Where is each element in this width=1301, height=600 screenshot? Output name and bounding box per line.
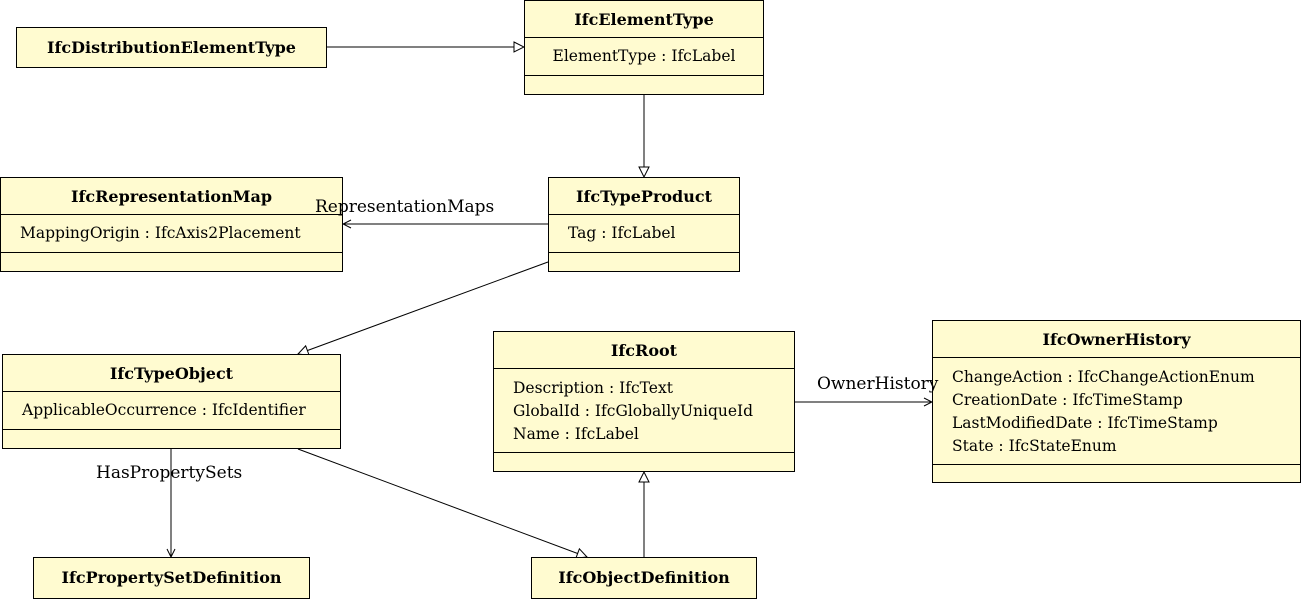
class-operations <box>3 430 340 448</box>
class-attributes: ElementType : IfcLabel <box>525 38 763 76</box>
class-attributes: Tag : IfcLabel <box>549 215 739 253</box>
class-attributes: ChangeAction : IfcChangeActionEnum Creat… <box>933 358 1300 465</box>
attribute: ApplicableOccurrence : IfcIdentifier <box>22 401 306 419</box>
attribute: Name : IfcLabel <box>513 425 639 443</box>
class-name: IfcDistributionElementType <box>47 38 296 57</box>
class-ifc-object-definition[interactable]: IfcObjectDefinition <box>531 557 757 599</box>
class-operations <box>933 465 1300 483</box>
class-operations <box>1 253 342 271</box>
class-name: IfcRepresentationMap <box>1 178 342 215</box>
class-name: IfcTypeObject <box>3 355 340 392</box>
label-owner-history: OwnerHistory <box>817 374 939 394</box>
class-name: IfcOwnerHistory <box>933 321 1300 358</box>
class-name: IfcObjectDefinition <box>558 568 730 587</box>
attribute: ElementType : IfcLabel <box>552 47 736 65</box>
attribute: ChangeAction : IfcChangeActionEnum <box>952 368 1255 386</box>
class-ifc-type-product[interactable]: IfcTypeProduct Tag : IfcLabel <box>548 177 740 272</box>
attribute: MappingOrigin : IfcAxis2Placement <box>20 224 301 242</box>
class-ifc-root[interactable]: IfcRoot Description : IfcText GlobalId :… <box>493 331 795 472</box>
class-ifc-type-object[interactable]: IfcTypeObject ApplicableOccurrence : Ifc… <box>2 354 341 449</box>
class-name: IfcRoot <box>494 332 794 369</box>
attribute: GlobalId : IfcGloballyUniqueId <box>513 402 754 420</box>
class-attributes: MappingOrigin : IfcAxis2Placement <box>1 215 342 253</box>
label-representation-maps: RepresentationMaps <box>315 197 495 217</box>
attribute: LastModifiedDate : IfcTimeStamp <box>952 414 1218 432</box>
attribute: CreationDate : IfcTimeStamp <box>952 391 1183 409</box>
label-has-property-sets: HasPropertySets <box>96 463 243 483</box>
generalization-type-object-to-object-definition <box>297 448 587 557</box>
class-operations <box>525 76 763 94</box>
attribute: State : IfcStateEnum <box>952 437 1117 455</box>
class-ifc-owner-history[interactable]: IfcOwnerHistory ChangeAction : IfcChange… <box>932 320 1301 483</box>
class-name: IfcPropertySetDefinition <box>61 568 282 587</box>
class-operations <box>494 453 794 471</box>
class-name: IfcTypeProduct <box>549 178 739 215</box>
class-attributes: Description : IfcText GlobalId : IfcGlob… <box>494 369 794 453</box>
class-ifc-distribution-element-type[interactable]: IfcDistributionElementType <box>16 27 327 68</box>
attribute: Description : IfcText <box>513 379 673 397</box>
attribute: Tag : IfcLabel <box>568 224 676 242</box>
class-ifc-element-type[interactable]: IfcElementType ElementType : IfcLabel <box>524 0 764 95</box>
class-ifc-representation-map[interactable]: IfcRepresentationMap MappingOrigin : Ifc… <box>0 177 343 272</box>
generalization-type-product-to-type-object <box>298 261 549 354</box>
class-attributes: ApplicableOccurrence : IfcIdentifier <box>3 392 340 430</box>
class-name: IfcElementType <box>525 1 763 38</box>
class-operations <box>549 253 739 271</box>
class-ifc-property-set-definition[interactable]: IfcPropertySetDefinition <box>33 557 310 599</box>
